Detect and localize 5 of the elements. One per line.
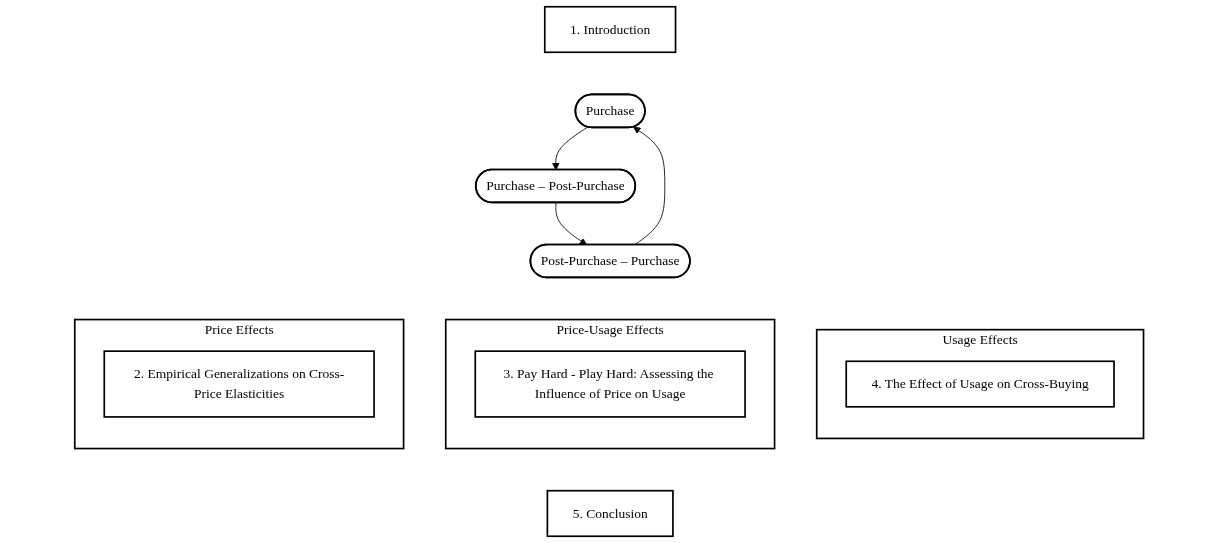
node-box: 1. Introduction [544, 5, 677, 54]
node-box: 2. Empirical Generalizations on Cross-Price Elasticities [103, 350, 376, 418]
node-box: 3. Pay Hard - Play Hard: Assessing the Influence of Price on Usage [474, 350, 747, 418]
node-box: 4. The Effect of Usage on Cross-Buying [845, 360, 1116, 408]
node-box: 5. Conclusion [546, 489, 675, 538]
